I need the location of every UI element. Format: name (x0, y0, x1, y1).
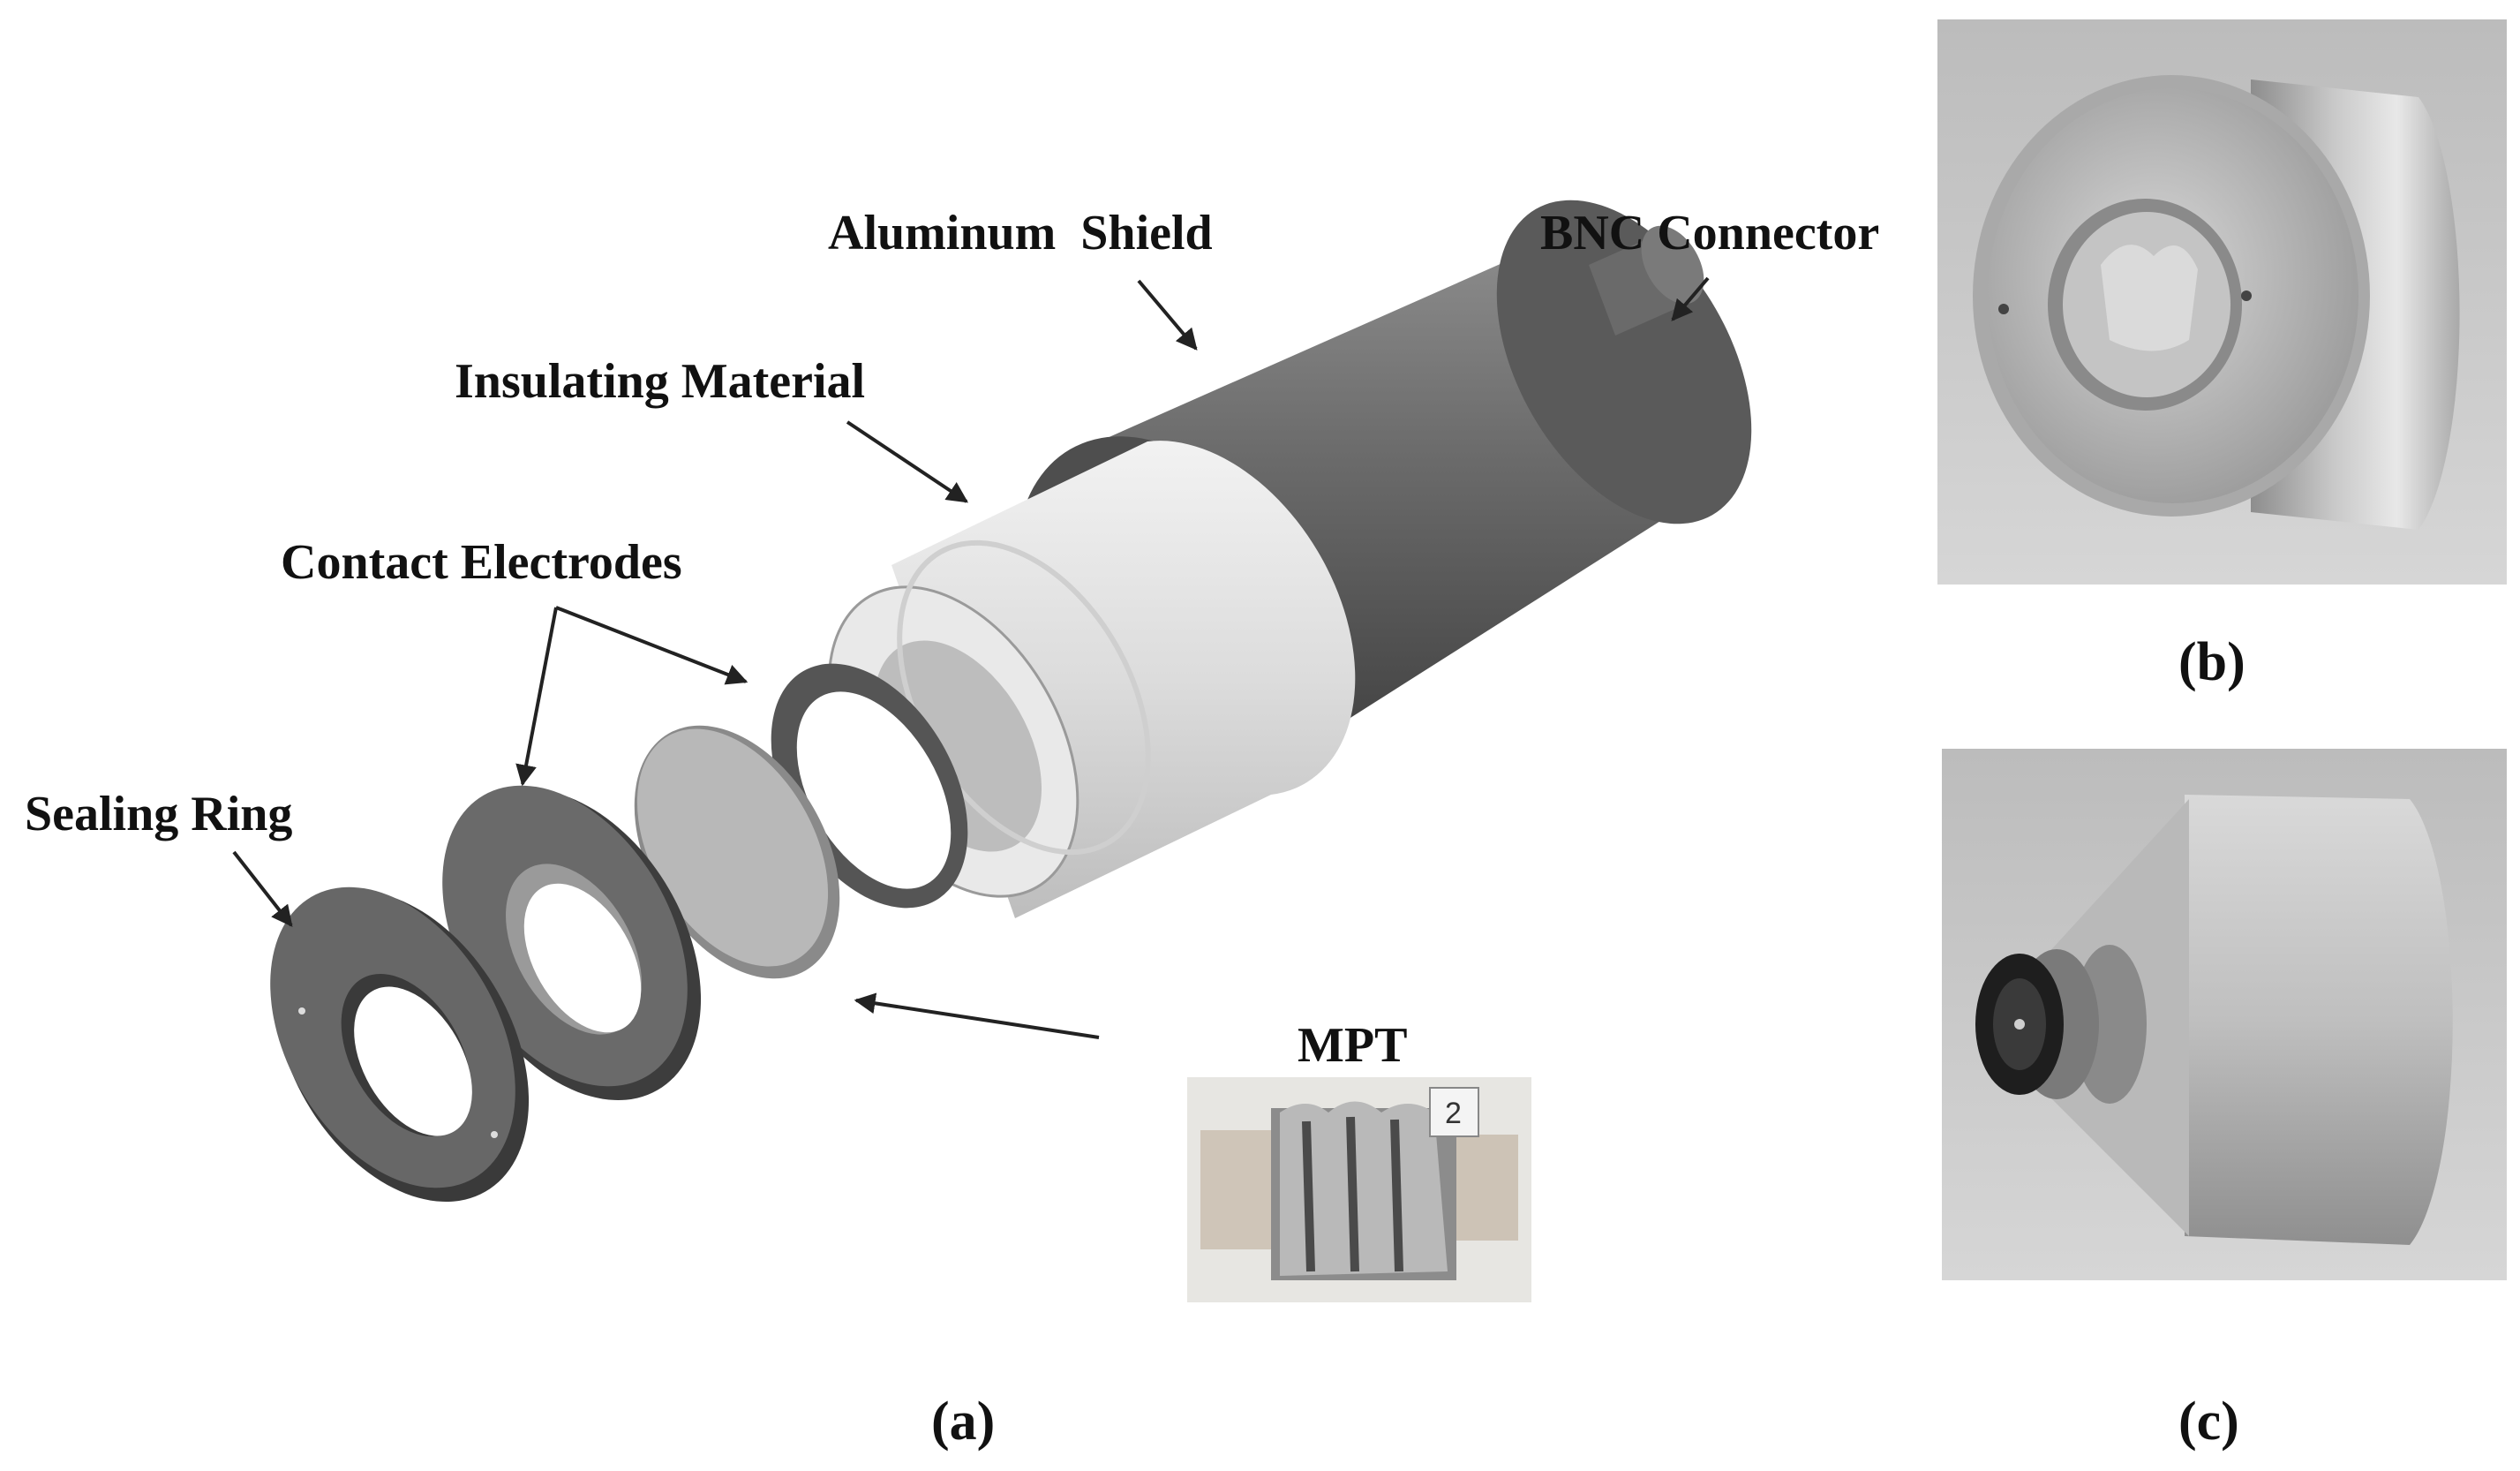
photo-b (1937, 19, 2507, 585)
panel-label-c: (c) (2178, 1392, 2239, 1452)
mpt-photo-tag: 2 (1445, 1097, 1462, 1130)
label-insulating-material: Insulating Material (455, 354, 865, 409)
photo-c (1942, 749, 2507, 1280)
leader-arrows (232, 276, 1710, 1039)
mpt-disk (634, 725, 840, 979)
exploded-view: 2 (232, 200, 1752, 1302)
mpt-photo: 2 (1187, 1077, 1531, 1302)
label-mpt: MPT (1298, 1018, 1407, 1073)
panel-label-b: (b) (2178, 632, 2245, 692)
panel-label-a: (a) (931, 1392, 995, 1452)
label-aluminum-shield: Aluminum Shield (828, 206, 1213, 260)
label-sealing-ring: Sealing Ring (25, 787, 292, 841)
sealing-ring-part (270, 886, 530, 1203)
label-contact-electrodes: Contact Electrodes (281, 535, 682, 590)
label-bnc-connector: BNC Connector (1540, 206, 1879, 260)
